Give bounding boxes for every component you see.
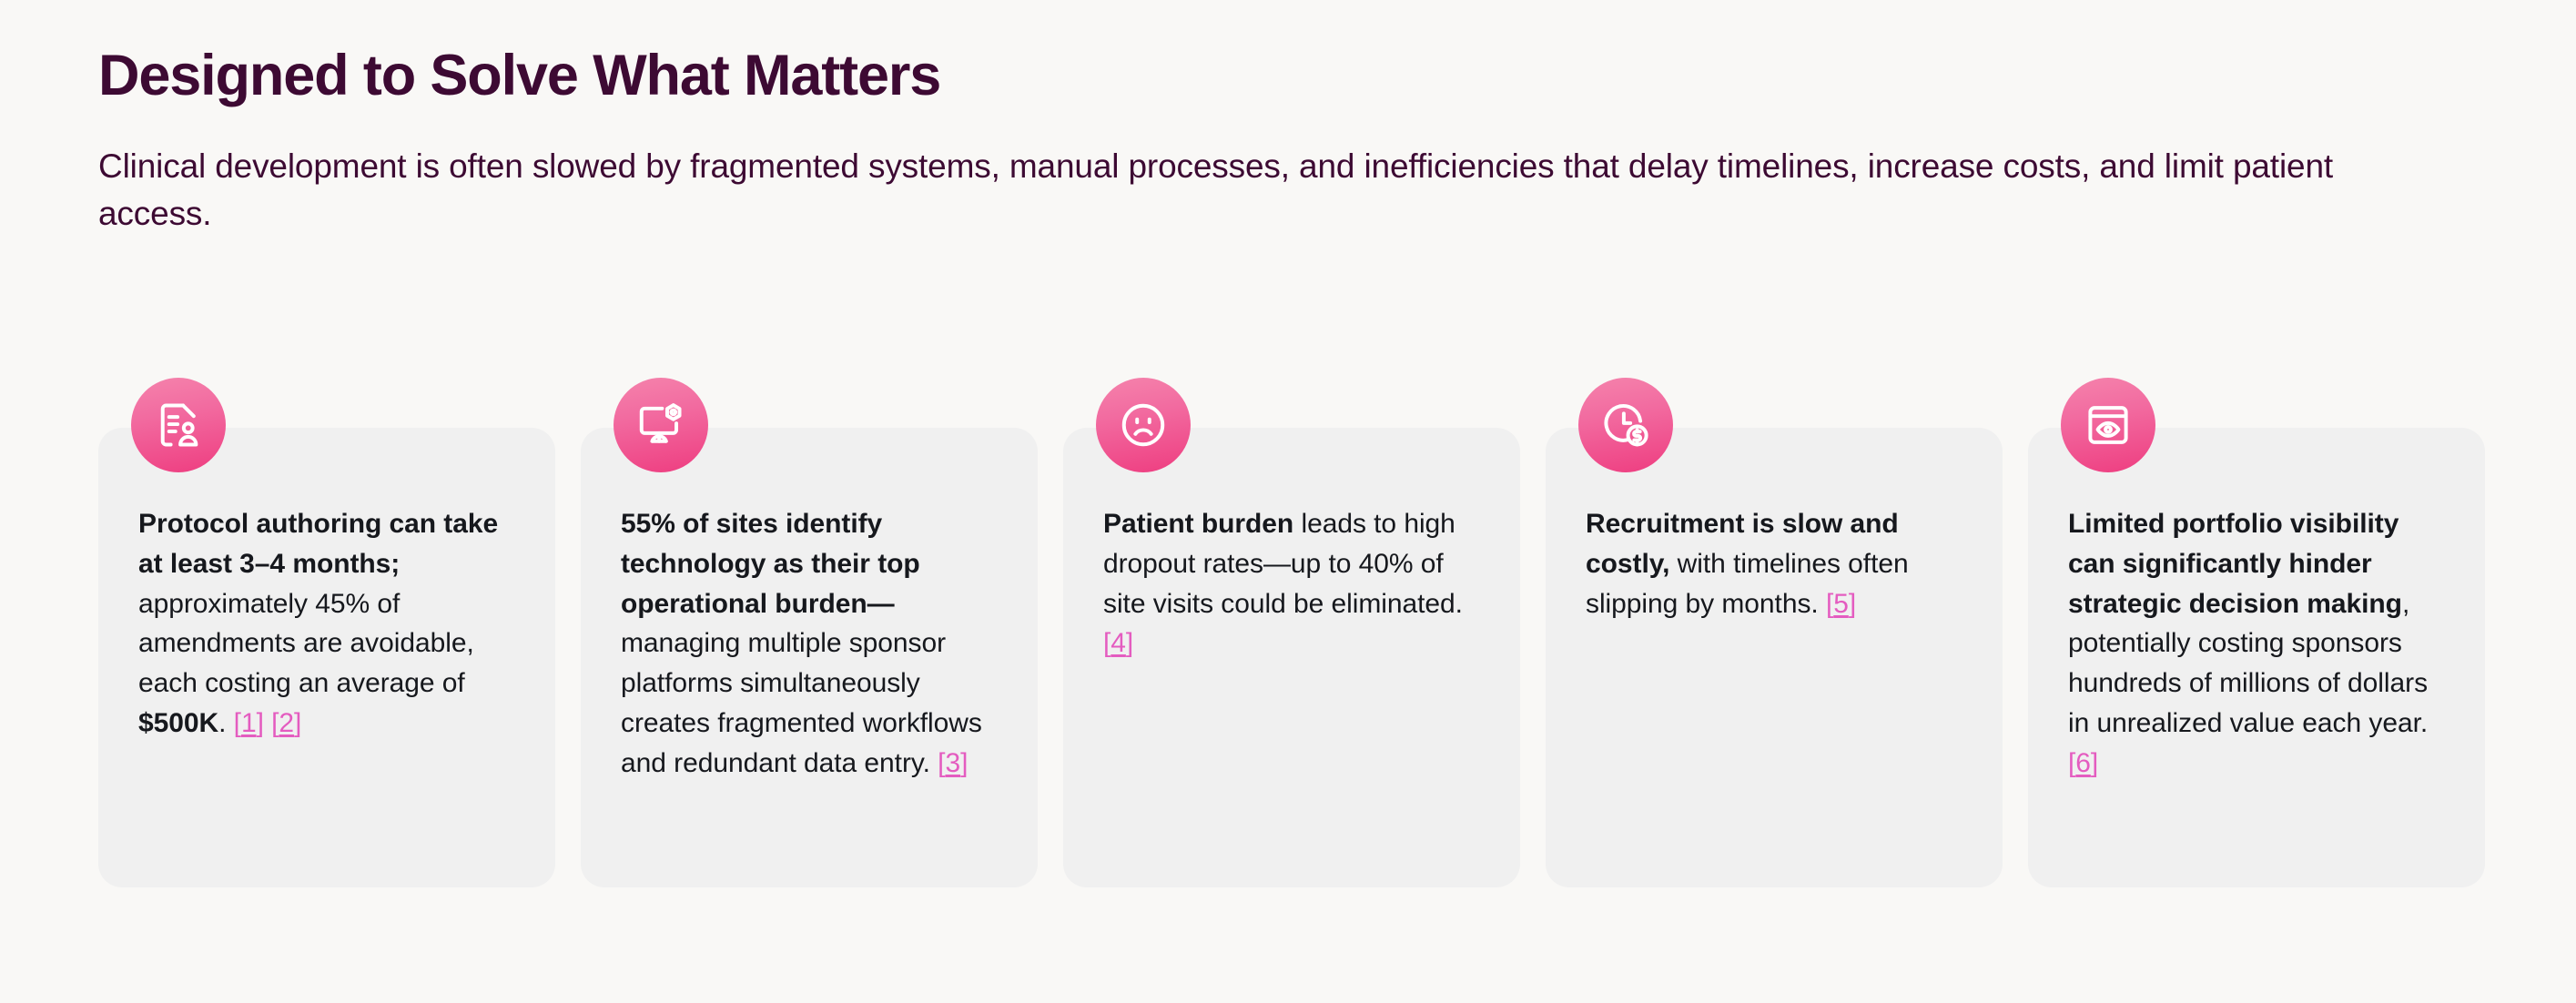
reference-number: 6	[2075, 747, 2091, 778]
card-lead-text: Patient burden	[1103, 509, 1294, 539]
clock-dollar-icon	[1578, 378, 1673, 472]
challenge-card: Protocol authoring can take at least 3–4…	[98, 378, 555, 887]
card-lead-text: Limited portfolio visibility can signifi…	[2068, 509, 2402, 619]
card-lead-text: Recruitment is slow and costly,	[1586, 509, 1899, 579]
reference-link[interactable]: [3]	[938, 747, 969, 778]
header-section: Designed to Solve What Matters Clinical …	[98, 44, 2501, 238]
challenge-card: Limited portfolio visibility can signifi…	[2028, 378, 2485, 887]
reference-number: 4	[1111, 628, 1126, 659]
reference-link[interactable]: [5]	[1825, 588, 1857, 619]
challenge-cards-row: Protocol authoring can take at least 3–4…	[98, 378, 2485, 887]
reference-link[interactable]: [4]	[1103, 628, 1134, 659]
card-body-text: 55% of sites identify technology as thei…	[621, 504, 998, 784]
document-person-icon	[131, 378, 226, 472]
reference-link[interactable]: [2]	[271, 707, 302, 738]
card-lead-text: Protocol authoring can take at least 3–4…	[138, 509, 499, 579]
challenge-card: Patient burden leads to high dropout rat…	[1063, 378, 1520, 887]
reference-link[interactable]: [6]	[2068, 747, 2099, 778]
card-body-after: .	[218, 707, 234, 738]
card-body-before: leads to high dropout rates—up to 40% of…	[1103, 509, 1463, 619]
reference-number: 2	[279, 707, 295, 738]
challenge-card: Recruitment is slow and costly, with tim…	[1546, 378, 2003, 887]
card-lead-text: 55% of sites identify technology as thei…	[621, 509, 920, 619]
card-body-text: Patient burden leads to high dropout rat…	[1103, 504, 1480, 664]
card-body-text: Protocol authoring can take at least 3–4…	[138, 504, 515, 744]
card-body-before: managing multiple sponsor platforms simu…	[621, 628, 982, 778]
browser-eye-icon	[2061, 378, 2155, 472]
card-body-before: , potentially costing sponsors hundreds …	[2068, 588, 2429, 738]
reference-number: 3	[945, 747, 961, 778]
page-title: Designed to Solve What Matters	[98, 44, 941, 107]
card-body-before: with timelines often slipping by months.	[1586, 548, 1909, 619]
card-body-text: Limited portfolio visibility can signifi…	[2068, 504, 2445, 784]
sad-face-icon	[1096, 378, 1191, 472]
reference-number: 5	[1833, 588, 1849, 619]
card-body-before: approximately 45% of amendments are avoi…	[138, 588, 474, 699]
card-body-text: Recruitment is slow and costly, with tim…	[1586, 504, 1962, 623]
monitor-settings-icon	[614, 378, 708, 472]
challenge-card: 55% of sites identify technology as thei…	[581, 378, 1038, 887]
page-subtitle: Clinical development is often slowed by …	[98, 147, 2334, 233]
reference-link[interactable]: [1]	[233, 707, 264, 738]
card-inline-bold: $500K	[138, 707, 219, 738]
reference-number: 1	[240, 707, 257, 738]
